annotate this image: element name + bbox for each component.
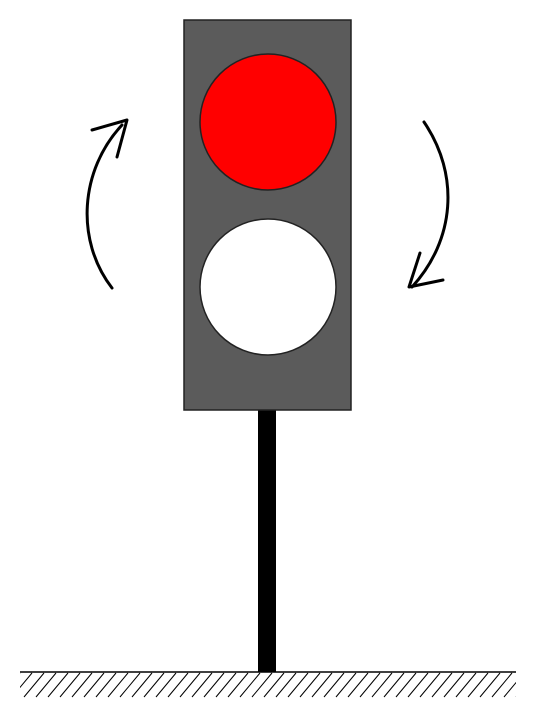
hatch-line	[35, 672, 57, 698]
hatch-line	[371, 672, 393, 698]
hatch-line	[23, 672, 45, 698]
hatch-line	[59, 672, 81, 698]
hatch-line	[383, 672, 405, 698]
hatch-line	[227, 672, 249, 698]
hatch-line	[203, 672, 225, 698]
hatch-line	[167, 672, 189, 698]
white-lamp	[199, 218, 337, 356]
hatch-line	[455, 672, 477, 698]
hatch-line	[311, 672, 333, 698]
hatch-line	[47, 672, 69, 698]
curved-arrow-down-icon	[407, 120, 450, 289]
hatch-line	[191, 672, 213, 698]
hatch-line	[515, 696, 516, 697]
hatch-line	[263, 672, 285, 698]
hatch-line	[443, 672, 465, 698]
hatch-line	[251, 672, 273, 698]
hatch-line	[215, 672, 237, 698]
hatch-line	[347, 672, 369, 698]
hatch-line	[20, 673, 21, 674]
red-lamp	[199, 53, 337, 191]
hatch-line	[407, 672, 429, 698]
hatch-line	[239, 672, 261, 698]
hatch-line	[20, 672, 33, 689]
hatch-line	[431, 672, 453, 698]
ground-hatching	[20, 671, 540, 698]
hatch-line	[359, 672, 381, 698]
hatch-line	[155, 672, 177, 698]
hatch-line	[179, 672, 201, 698]
hatch-line	[335, 672, 357, 698]
hatch-line	[131, 672, 153, 698]
hatch-line	[395, 672, 417, 698]
hatch-line	[119, 672, 141, 698]
hatch-line	[287, 672, 309, 698]
hatch-line	[503, 681, 516, 698]
hatch-line	[83, 672, 105, 698]
hatch-line	[467, 672, 489, 698]
hatch-line	[299, 672, 321, 698]
hatch-line	[323, 672, 345, 698]
hatch-line	[419, 672, 441, 698]
hatch-line	[528, 673, 540, 697]
hatch-line	[107, 672, 129, 698]
hatch-line	[479, 672, 501, 698]
hatch-line	[95, 672, 117, 698]
curved-arrow-up-icon	[85, 118, 129, 290]
hatch-line	[143, 672, 165, 698]
traffic-light-pole	[258, 408, 276, 672]
hatch-line	[491, 672, 513, 698]
hatch-line	[71, 672, 93, 698]
hatch-line	[275, 672, 297, 698]
